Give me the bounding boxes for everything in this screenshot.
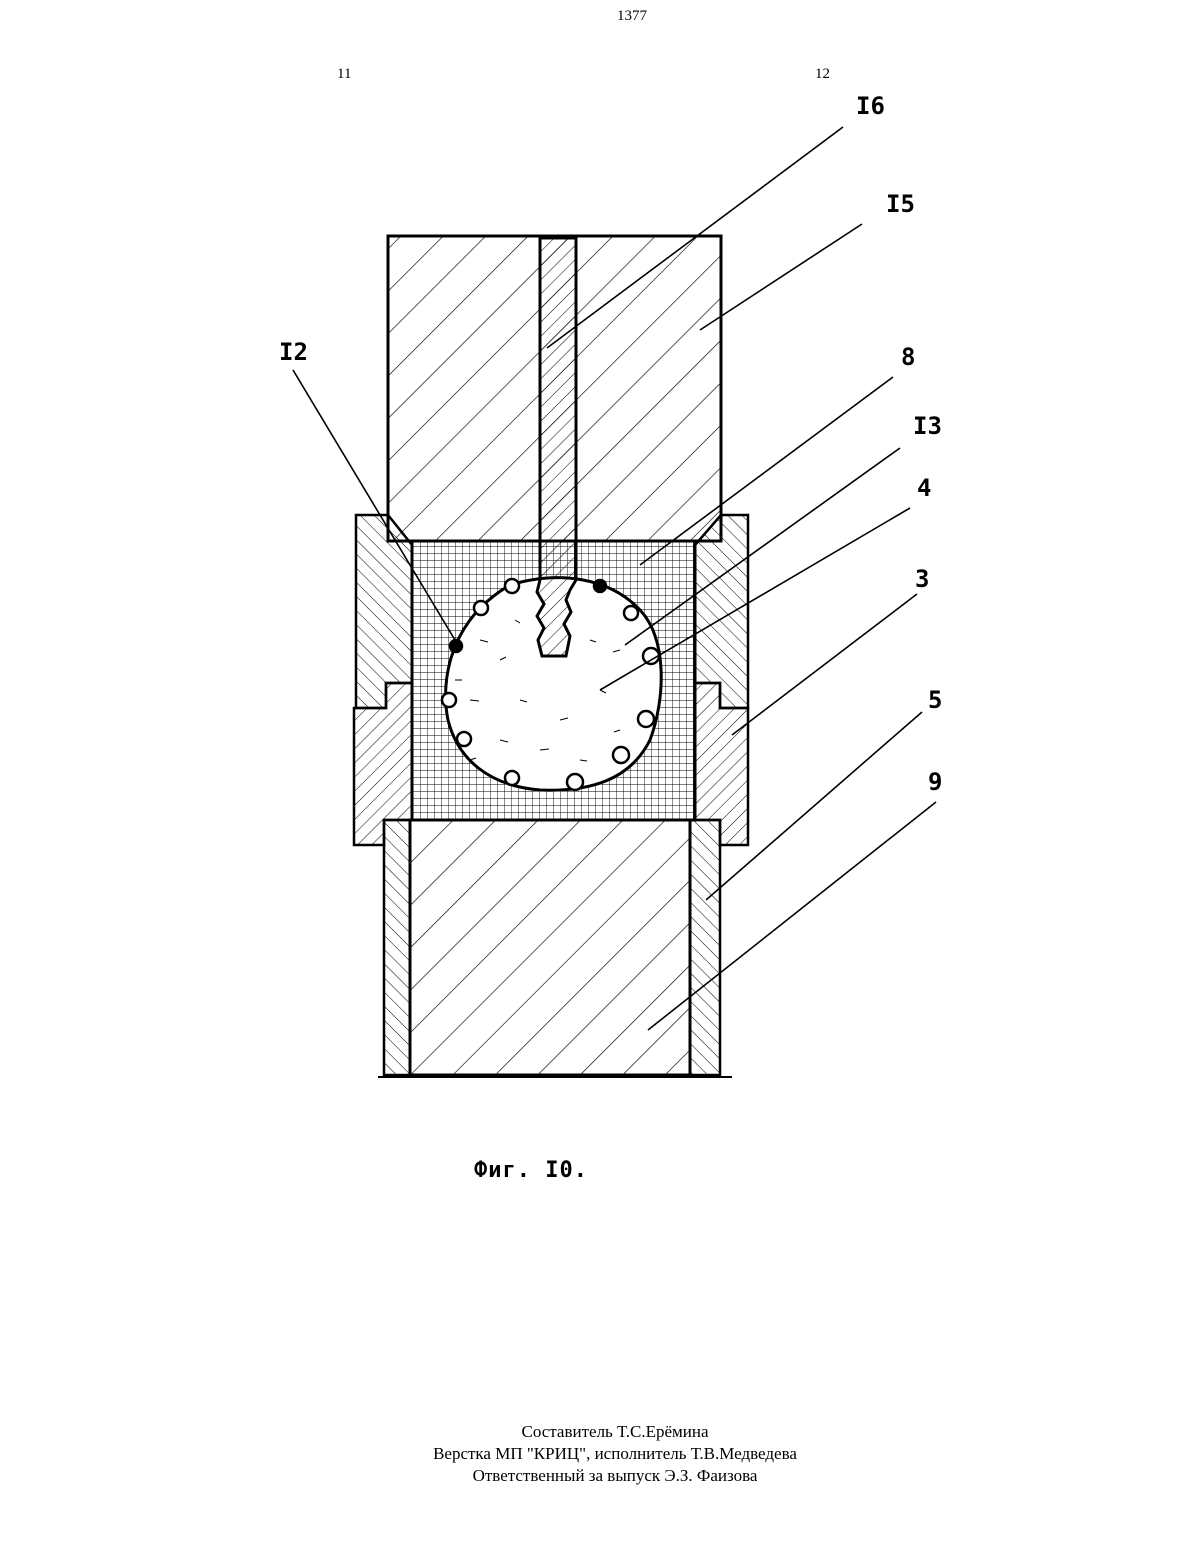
callout-16: I6 <box>856 92 885 120</box>
callout-15: I5 <box>886 190 915 218</box>
callout-4: 4 <box>917 474 931 502</box>
callout-13: I3 <box>913 412 942 440</box>
credit-layout: Верстка МП "КРИЦ", исполнитель Т.В.Медве… <box>0 1443 1203 1465</box>
credit-responsible: Ответственный за выпуск Э.З. Фаизова <box>0 1465 1203 1487</box>
callout-3: 3 <box>915 565 929 593</box>
electrode-rod <box>537 238 576 656</box>
callout-9: 9 <box>928 768 942 796</box>
left-outer-sleeve <box>354 515 412 845</box>
credit-compiler: Составитель Т.С.Ерёмина <box>0 1421 1203 1443</box>
right-outer-sleeve <box>695 515 748 845</box>
callout-5: 5 <box>928 686 942 714</box>
callout-12: I2 <box>279 338 308 366</box>
figure-caption: Фиг. I0. <box>474 1158 588 1183</box>
callout-8: 8 <box>901 343 915 371</box>
lower-punch-block <box>378 820 732 1077</box>
credits-block: Составитель Т.С.Ерёмина Верстка МП "КРИЦ… <box>0 1421 1203 1487</box>
